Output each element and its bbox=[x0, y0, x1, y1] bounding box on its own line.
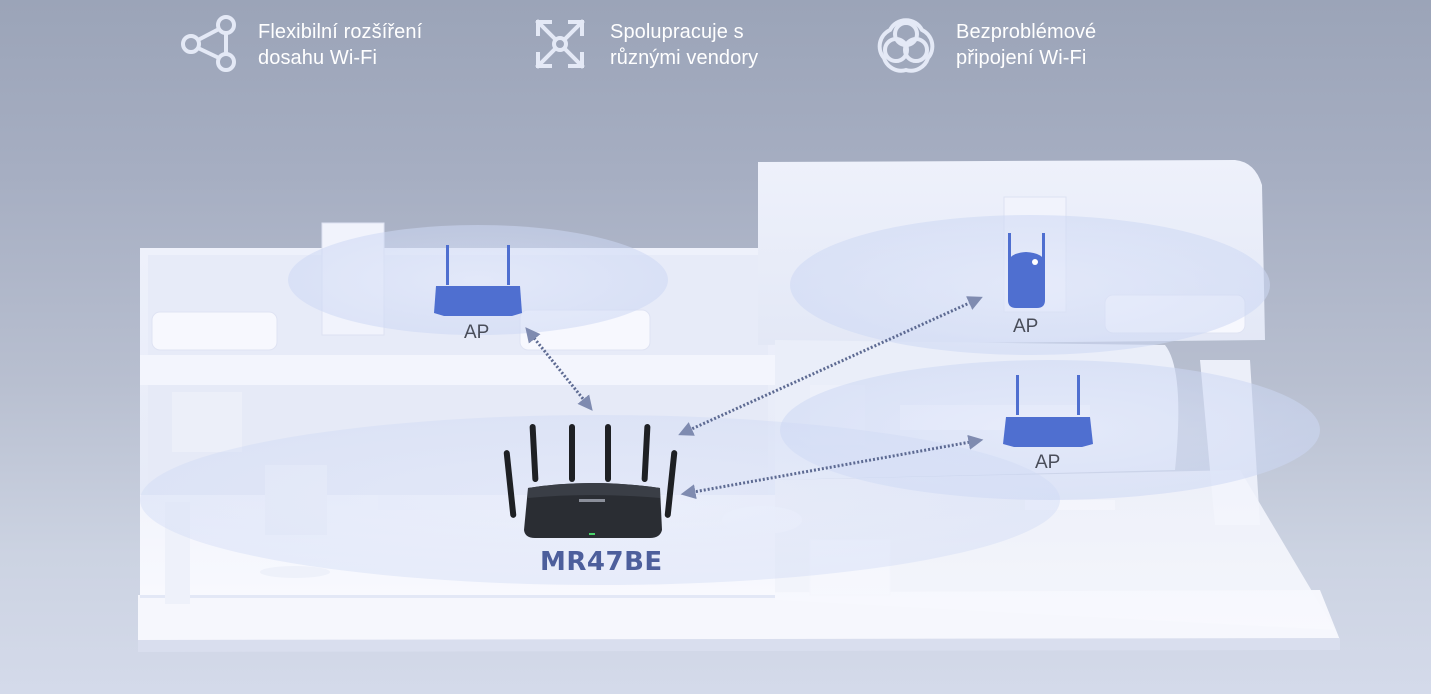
share-nodes-icon bbox=[181, 15, 236, 72]
link-to-ap-right-mid bbox=[680, 434, 984, 500]
main-router-model-label: MR47BE bbox=[540, 547, 663, 577]
feature-label-line1: Flexibilní rozšíření bbox=[258, 21, 423, 43]
overlapping-circles-icon bbox=[877, 18, 935, 73]
ap-label: AP bbox=[464, 322, 490, 343]
ap-extender-icon bbox=[1008, 233, 1045, 308]
access-point-router-1[interactable] bbox=[434, 245, 522, 316]
ap-label: AP bbox=[1035, 452, 1061, 473]
access-point-router-2[interactable] bbox=[1003, 375, 1093, 447]
feature-header: Flexibilní rozšíření dosahu Wi-Fi Spolup… bbox=[0, 0, 1431, 90]
connection-links bbox=[525, 296, 984, 500]
ap-router-icon bbox=[1003, 375, 1093, 447]
feature-label-line2: dosahu Wi-Fi bbox=[258, 47, 378, 69]
feature-label-line1: Spolupracuje s bbox=[610, 21, 744, 43]
router-six-antenna-icon bbox=[503, 424, 678, 538]
link-to-ap-upper-right bbox=[678, 296, 983, 436]
link-to-ap-upper-left bbox=[525, 327, 593, 411]
feature-label-line1: Bezproblémové bbox=[956, 21, 1097, 43]
access-point-extender[interactable] bbox=[1008, 233, 1045, 308]
main-router[interactable] bbox=[503, 424, 678, 538]
feature-label-line2: připojení Wi-Fi bbox=[956, 47, 1087, 69]
feature-flexible-range: Flexibilní rozšíření dosahu Wi-Fi bbox=[178, 14, 422, 74]
ap-label: AP bbox=[1013, 316, 1039, 337]
feature-label: Flexibilní rozšíření dosahu Wi-Fi bbox=[258, 19, 422, 71]
feature-label: Bezproblémové připojení Wi-Fi bbox=[956, 19, 1096, 71]
expand-arrows-icon bbox=[535, 19, 585, 69]
ap-router-icon bbox=[434, 245, 522, 316]
feature-label: Spolupracuje s různými vendory bbox=[610, 19, 758, 71]
feature-multi-vendor: Spolupracuje s různými vendory bbox=[530, 14, 758, 74]
feature-label-line2: různými vendory bbox=[610, 47, 759, 69]
feature-seamless-wifi: Bezproblémové připojení Wi-Fi bbox=[876, 14, 1096, 74]
